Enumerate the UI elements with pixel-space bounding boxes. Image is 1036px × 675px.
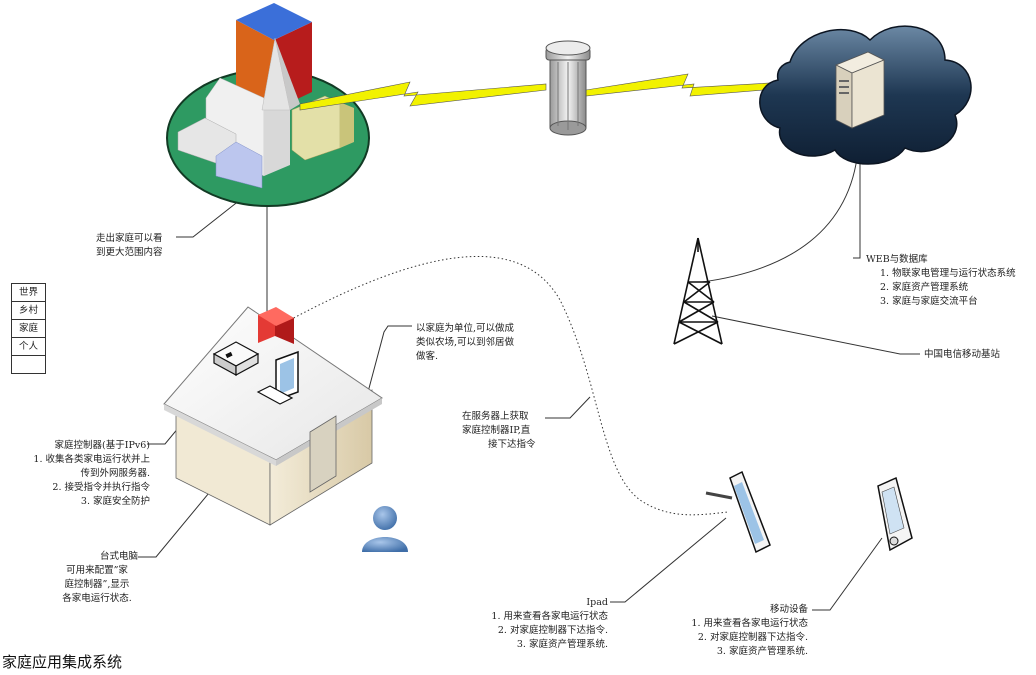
controller-label: 家庭控制器(基于IPv6) 1. 收集各类家电运行状并上 传到外网服务器. 2.… <box>33 440 150 507</box>
mobile-label: 移动设备 1. 用来查看各家电运行状态 2. 对家庭控制器下达指令. 3. 家庭… <box>691 604 808 657</box>
router-icon <box>212 341 260 377</box>
level-legend: 世界 乡村 家庭 个人 <box>11 283 46 374</box>
person-icon <box>362 506 408 552</box>
monitor-icon <box>256 350 299 405</box>
tower-icon <box>673 237 723 345</box>
leader-village <box>176 199 241 238</box>
house-note-label: 以家庭为单位,可以做成 类似农场,可以到邻居做 做客. <box>416 323 515 362</box>
cloud-tower-link <box>701 149 859 283</box>
lightning-icon <box>299 73 789 111</box>
leader-web-db <box>853 150 861 259</box>
legend-empty <box>12 356 45 373</box>
server-icon <box>835 51 885 129</box>
village-label: 走出家庭可以看 到更大范围内容 <box>96 233 163 258</box>
pda-icon <box>877 476 913 552</box>
base-station-label: 中国电信移动基站 <box>924 349 1001 360</box>
legend-world: 世界 <box>12 284 45 302</box>
desktop-label: 台式电脑 可用来配置”家 庭控制器”,显示 各家电运行状态. <box>62 551 138 604</box>
page-title: 家庭应用集成系统 <box>2 653 123 671</box>
leader-base-station <box>711 315 920 355</box>
legend-family: 家庭 <box>12 320 45 338</box>
legend-village: 乡村 <box>12 302 45 320</box>
ipad-label: Ipad 1. 用来查看各家电运行状态 2. 对家庭控制器下达指令. 3. 家庭… <box>491 597 608 650</box>
server-ip-label: 在服务器上获取 家庭控制器IP,直 接下达指令 <box>462 411 536 450</box>
leader-house-note <box>367 325 412 393</box>
leader-server-ip <box>545 396 591 419</box>
dotted-ipad-link <box>289 255 729 516</box>
chimney-icon <box>258 307 294 344</box>
legend-person: 个人 <box>12 338 45 356</box>
firewall-icon <box>545 40 591 136</box>
leader-ipad <box>610 517 727 603</box>
leader-mobile <box>812 537 883 611</box>
house-icon <box>163 306 383 526</box>
web-db-label: WEB与数据库 1. 物联家电管理与运行状态系统 2. 家庭资产管理系统 3. … <box>866 254 1016 307</box>
village-icon <box>166 3 370 207</box>
tablet-icon <box>705 470 771 554</box>
